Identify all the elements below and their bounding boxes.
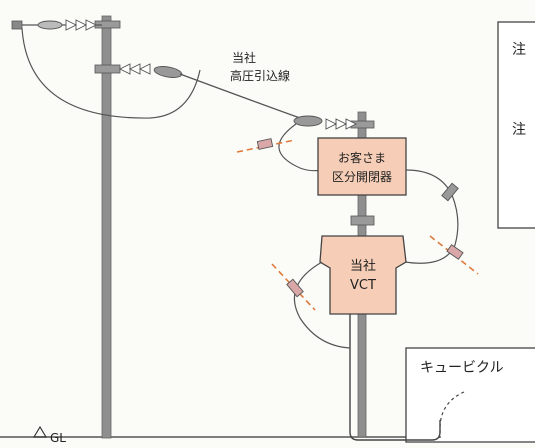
surge-arrester-2-icon (441, 182, 459, 202)
service-line-label-2: 高圧引込線 (230, 68, 290, 83)
gl-label: GL (50, 431, 66, 445)
utility-pole (101, 15, 112, 439)
note-1-label: 注 (512, 42, 526, 58)
vct-housing (319, 235, 407, 315)
top-line-drop (21, 27, 201, 119)
surge-arrester-4-icon (286, 278, 304, 298)
customer-switch-label-1: お客さま (338, 150, 386, 165)
entry-insulator-icon (293, 115, 323, 127)
customer-switch-label-2: 区分開閉器 (332, 170, 392, 184)
note-2-label: 注 (512, 122, 526, 138)
cubicle-entry-cable (439, 391, 465, 438)
vct-label-1: 当社 (350, 258, 376, 274)
switch-to-vct-wire (404, 169, 459, 264)
vct-outlet-wire (293, 261, 351, 349)
strain-insulator-icon (118, 63, 151, 75)
customer-pole-mid-band (350, 215, 375, 226)
high-voltage-service-line (179, 73, 301, 119)
cubicle-label: キュービクル (420, 360, 504, 376)
note-box (497, 21, 535, 229)
underground-cable (349, 270, 441, 441)
switch-lead-wire (278, 123, 323, 172)
surge-arrester-3-icon (446, 244, 464, 260)
strain-clamp-icon (153, 66, 183, 78)
line-end-block (11, 20, 23, 30)
vct-label-2: VCT (350, 278, 376, 293)
surge-arrester-1-icon (256, 138, 274, 150)
cubicle-box (405, 347, 535, 443)
line-insulator-disc-icon (65, 19, 98, 31)
utility-pole-lower-crossarm (94, 64, 121, 74)
customer-switch-box (317, 137, 407, 196)
gl-marker-icon (32, 425, 48, 438)
line-insulator-icon (37, 20, 63, 30)
entry-disc-insulator-icon (325, 118, 358, 130)
service-line-label-1: 当社 (232, 50, 256, 65)
